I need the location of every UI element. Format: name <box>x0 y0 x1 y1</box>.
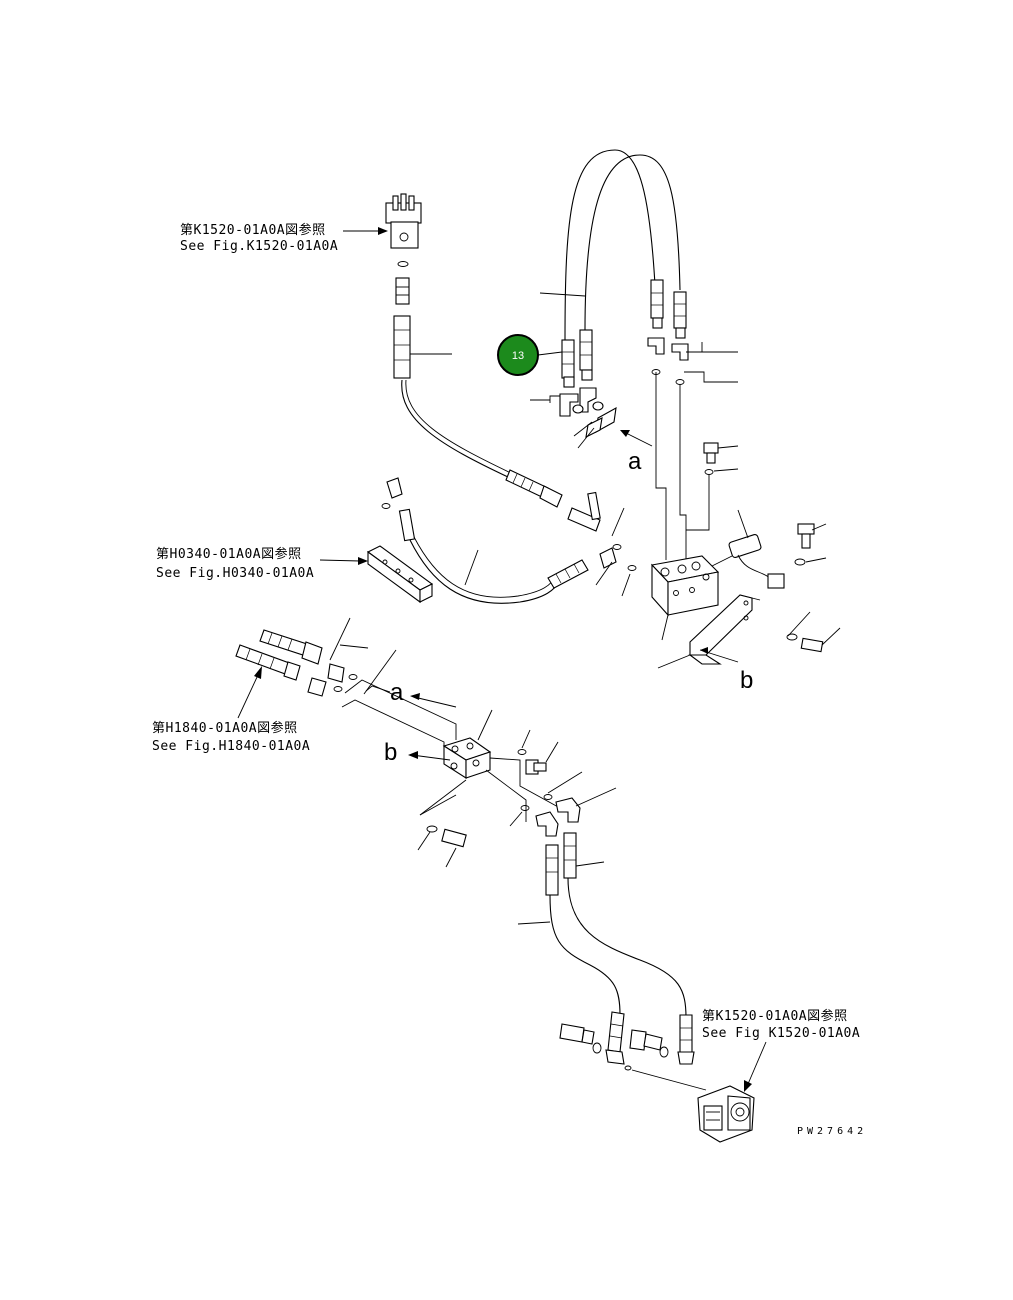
ref-arrow-1 <box>343 227 388 235</box>
svg-text:See Fig K1520-01A0A: See Fig K1520-01A0A <box>702 1026 860 1041</box>
drawing-code: PW27642 <box>797 1126 867 1137</box>
label-a-upper: a <box>628 448 642 475</box>
svg-text:第H1840-01A0A図参照: 第H1840-01A0A図参照 <box>152 720 298 736</box>
adapter-mid <box>567 491 601 532</box>
ref-arrow-2 <box>319 557 368 565</box>
label-b-upper: b <box>740 667 753 694</box>
hose-main-end-fitting <box>505 469 563 508</box>
hose-loop <box>561 149 687 388</box>
sensor-assembly <box>711 509 785 589</box>
pump-connectors <box>559 1023 707 1091</box>
label-a-lower: a <box>390 679 404 706</box>
ref-arrow-3 <box>237 666 262 719</box>
bolt-upper-right <box>686 442 739 531</box>
manifold-block <box>650 555 720 641</box>
bolts-lower-valve <box>417 729 559 868</box>
lower-hoses <box>517 832 695 1065</box>
svg-text:See Fig.H0340-01A0A: See Fig.H0340-01A0A <box>156 566 314 581</box>
svg-text:See Fig.K1520-01A0A: See Fig.K1520-01A0A <box>180 239 338 254</box>
reference-k1520-top: 第K1520-01A0A図参照 See Fig.K1520-01A0A <box>180 222 338 254</box>
gasket-a <box>573 406 653 449</box>
elbow-pair-right <box>647 337 738 385</box>
reference-h1840: 第H1840-01A0A図参照 See Fig.H1840-01A0A <box>152 720 310 754</box>
hoses-h1840 <box>235 617 397 697</box>
lower-valve <box>419 709 561 822</box>
pump-k1520 <box>697 1085 755 1143</box>
hose-main <box>401 379 511 479</box>
reference-h0340: 第H0340-01A0A図参照 See Fig.H0340-01A0A <box>156 546 314 581</box>
bolts-far-right <box>786 523 841 653</box>
elbows-lower <box>509 771 617 837</box>
top-valve-assembly <box>385 193 452 379</box>
callout-13[interactable]: 13 <box>497 334 563 376</box>
reference-k1520-bottom: 第K1520-01A0A図参照 See Fig K1520-01A0A <box>702 1008 860 1041</box>
hose-secondary <box>409 539 561 604</box>
hose-secondary-fitting <box>547 507 637 597</box>
ref-arrow-4 <box>744 1041 767 1092</box>
label-b-lower: b <box>384 739 397 766</box>
svg-text:See Fig.H1840-01A0A: See Fig.H1840-01A0A <box>152 739 310 754</box>
callout-number: 13 <box>512 350 524 362</box>
manifold-h0340 <box>366 477 434 604</box>
svg-text:第K1520-01A0A図参照: 第K1520-01A0A図参照 <box>702 1008 848 1024</box>
svg-text:第H0340-01A0A図参照: 第H0340-01A0A図参照 <box>156 546 302 562</box>
svg-text:第K1520-01A0A図参照: 第K1520-01A0A図参照 <box>180 222 326 238</box>
mounting-bracket <box>657 594 761 669</box>
elbow-pair-left <box>530 387 604 417</box>
